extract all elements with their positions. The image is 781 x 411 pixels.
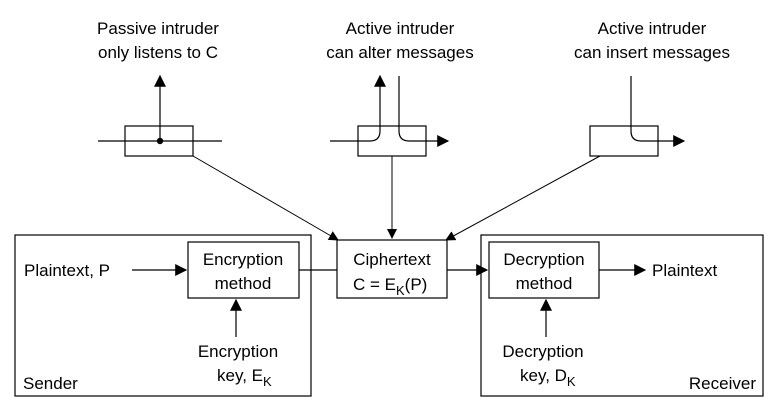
encryption-key-line2: key, EK <box>217 366 272 389</box>
encryption-method-line1: Encryption <box>203 250 283 269</box>
insert-intruder-label-line1: Active intruder <box>598 19 707 38</box>
decryption-key-line1: Decryption <box>502 342 583 361</box>
alter-up-arrow <box>358 74 386 142</box>
insert-intruder-label-line2: can insert messages <box>574 43 730 62</box>
ciphertext-line2: C = EK(P) <box>353 275 427 298</box>
plaintext-output-label: Plaintext <box>652 261 717 280</box>
decryption-method-line2: method <box>516 274 573 293</box>
insert-intruder-tap <box>589 76 686 157</box>
decryption-method-line1: Decryption <box>503 250 584 269</box>
ciphertext-line1: Ciphertext <box>353 250 431 269</box>
encryption-method-box <box>187 241 300 299</box>
ciphertext-box <box>336 239 448 299</box>
encryption-method-line2: method <box>215 274 272 293</box>
passive-intruder-label-line2: only listens to C <box>98 43 218 62</box>
passive-to-ciphertext-arrow <box>192 155 339 241</box>
plaintext-input-label: Plaintext, P <box>24 261 110 280</box>
insert-to-ciphertext-arrow <box>445 155 601 241</box>
insert-right-arrow <box>630 76 686 147</box>
receiver-label: Receiver <box>689 374 756 393</box>
decryption-key-line2: key, DK <box>520 366 576 389</box>
alter-intruder-tap <box>330 74 450 157</box>
passive-intruder-tap <box>98 74 222 157</box>
encryption-key-line1: Encryption <box>198 342 278 361</box>
alter-intruder-label-line1: Active intruder <box>346 19 455 38</box>
alter-intruder-label-line2: can alter messages <box>326 43 473 62</box>
receiver-frame <box>480 234 764 397</box>
sender-frame <box>14 234 312 397</box>
alter-right-arrow <box>398 76 450 147</box>
sender-label: Sender <box>23 374 78 393</box>
passive-intruder-label-line1: Passive intruder <box>97 19 219 38</box>
decryption-method-box <box>488 241 600 299</box>
